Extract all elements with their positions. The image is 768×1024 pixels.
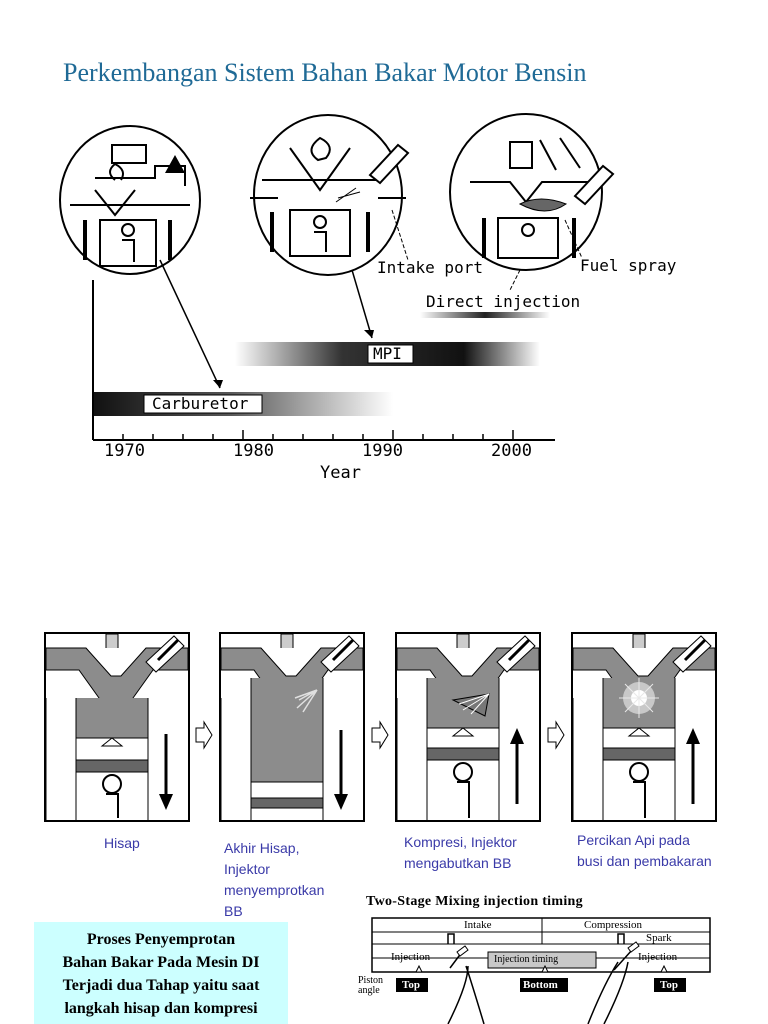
- year-tick-1970: 1970: [104, 441, 145, 461]
- page-title: Perkembangan Sistem Bahan Bakar Motor Be…: [63, 58, 587, 87]
- piston-angle-line-2: angle: [358, 985, 380, 996]
- fuel-system-timeline: [59, 113, 615, 441]
- note-line-4: langkah hisap dan kompresi: [64, 1000, 258, 1017]
- stage-panel-hisap: [44, 632, 190, 822]
- piston-angle-label: Piston angle: [358, 976, 383, 996]
- stage-panel-kompresi: [395, 632, 541, 822]
- stage-caption-hisap: Hisap: [104, 835, 140, 851]
- intake-port-label: Intake port: [377, 258, 483, 277]
- carburetor-leader-line: [159, 259, 221, 389]
- note-line-1: Proses Penyemprotan: [86, 931, 236, 948]
- year-tick-2000: 2000: [491, 441, 532, 461]
- direct-injection-engine-illustration: [449, 113, 615, 271]
- injection-timing-diagram: [371, 917, 711, 1024]
- stage-arrow-2: [370, 720, 390, 755]
- mpi-engine-illustration: [250, 114, 410, 276]
- carburetor-engine-illustration: [59, 125, 201, 275]
- timing-injection-right-label: Injection: [638, 951, 678, 963]
- stage-caption-pembakaran: Percikan Api pada busi dan pembakaran: [577, 832, 712, 869]
- piston-angle-line-1: Piston: [358, 975, 384, 986]
- carburetor-label: Carburetor: [152, 394, 249, 413]
- year-tick-1980: 1980: [233, 441, 274, 461]
- timing-diagram-title: Two-Stage Mixing injection timing: [366, 894, 583, 909]
- mpi-leader-line: [351, 269, 373, 339]
- stage-arrow-3: [546, 720, 566, 755]
- timing-injection-left-label: Injection: [391, 951, 431, 963]
- mpi-label: MPI: [373, 344, 402, 363]
- stage-caption-kompresi: Kompresi, Injektor mengabutkan BB: [404, 834, 517, 871]
- stage-panel-pembakaran: [571, 632, 717, 822]
- timing-injection-window-label: Injection timing: [494, 954, 559, 965]
- year-tick-1990: 1990: [362, 441, 403, 461]
- fuel-spray-label: Fuel spray: [580, 256, 677, 275]
- piston-top-left: Top: [402, 979, 420, 991]
- note-line-3: Terjadi dua Tahap yaitu saat: [62, 977, 260, 994]
- stage-caption-akhir-hisap: Akhir Hisap, Injektor menyemprotkan BB: [224, 840, 325, 919]
- timing-compression-label: Compression: [584, 919, 643, 931]
- stage-panel-akhir-hisap: [219, 632, 365, 822]
- stage-arrow-1: [194, 720, 214, 755]
- timing-spark-label: Spark: [646, 932, 672, 944]
- direct-injection-label: Direct injection: [426, 292, 581, 311]
- piston-top-right: Top: [660, 979, 678, 991]
- note-box: Proses Penyemprotan Bahan Bakar Pada Mes…: [34, 922, 288, 1024]
- piston-bottom: Bottom: [523, 979, 558, 991]
- note-line-2: Bahan Bakar Pada Mesin DI: [62, 954, 260, 971]
- timing-intake-label: Intake: [464, 919, 492, 931]
- year-axis-label: Year: [320, 463, 361, 483]
